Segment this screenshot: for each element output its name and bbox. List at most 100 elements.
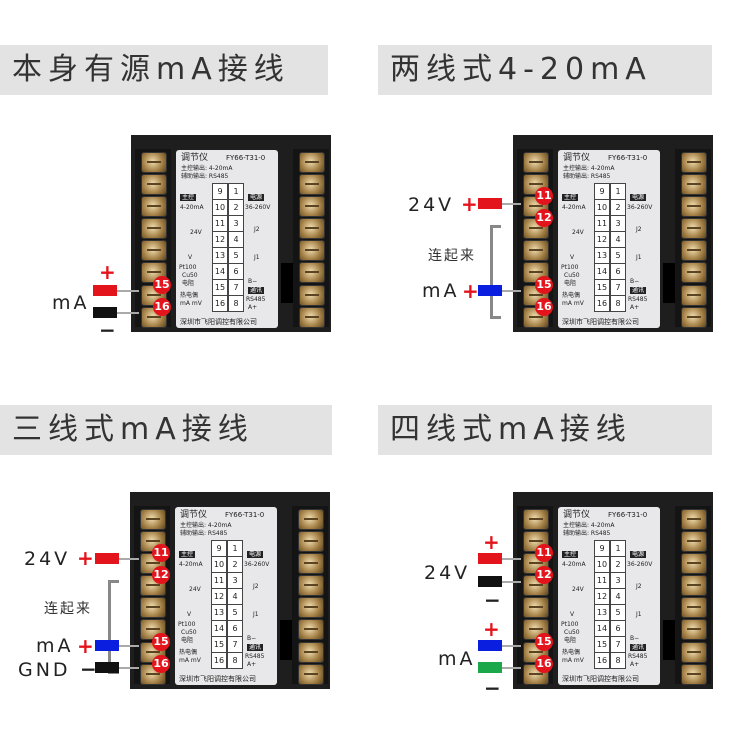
terminal-screw — [299, 218, 325, 239]
terminal-screw — [681, 619, 707, 640]
output-1: 主控输出: 4-20mA — [181, 165, 233, 172]
terminal-marker-15: 15 — [152, 633, 170, 651]
terminal-marker-16: 16 — [535, 298, 553, 316]
terminal-number: 15 — [212, 279, 228, 296]
terminal-number: 8 — [610, 295, 626, 312]
a-plus-text: A+ — [247, 661, 257, 668]
terminal-screw — [140, 509, 166, 530]
title-three-wire: 三线式mA接线 — [0, 405, 332, 455]
terminal-number: 13 — [212, 247, 228, 264]
device-model: FY66-T31-0 — [226, 154, 266, 162]
terminal-screw — [298, 642, 324, 663]
j1-text: J1 — [254, 254, 260, 261]
terminal-screw — [681, 218, 707, 239]
thermocouple-text: 热电偶 — [562, 292, 581, 299]
ma-mv-text: mA mV — [179, 657, 201, 664]
terminal-number: 8 — [228, 295, 244, 312]
plus-sign: + — [483, 617, 500, 641]
terminal-number: 14 — [212, 263, 228, 280]
terminal-screw — [299, 240, 325, 261]
green-wire — [478, 662, 502, 673]
terminal-marker-15: 15 — [535, 633, 553, 651]
terminal-screw — [298, 553, 324, 574]
gnd-label: GND — [18, 659, 71, 681]
device-model: FY66-T31-0 — [608, 154, 648, 162]
24v-text: 24V — [189, 586, 201, 593]
right-terminal-strip — [675, 149, 711, 328]
terminal-screw — [299, 285, 325, 306]
terminal-number: 3 — [228, 215, 244, 232]
wire-lead — [502, 558, 521, 560]
wire-lead — [502, 581, 521, 583]
wire-lead — [502, 290, 521, 292]
blue-wire — [95, 640, 119, 651]
terminal-number: 5 — [228, 247, 244, 264]
terminal-screw — [523, 152, 549, 173]
power-tag: 电源 — [630, 551, 647, 558]
terminal-number: 6 — [610, 263, 626, 280]
manufacturer: 深圳市飞阳调控有限公司 — [562, 675, 639, 683]
ma-label: mA — [422, 280, 460, 302]
terminal-number: 6 — [228, 263, 244, 280]
terminal-screw — [299, 262, 325, 283]
rs485-text: RS485 — [246, 296, 266, 303]
terminal-number: 1 — [610, 183, 626, 200]
cu50-text: Cu50 — [182, 272, 198, 279]
terminal-screw — [681, 642, 707, 663]
link-label: 连起来 — [44, 601, 92, 617]
b-minus-text: B− — [248, 278, 258, 285]
main-signal: 4-20mA — [179, 561, 203, 568]
terminal-screw — [681, 262, 707, 283]
terminal-number: 16 — [211, 652, 227, 669]
ma-label: mA — [52, 292, 90, 314]
terminal-marker-16: 16 — [152, 655, 170, 673]
terminal-screw — [299, 174, 325, 195]
red-wire — [95, 553, 119, 564]
terminal-marker-11: 11 — [152, 544, 170, 562]
manufacturer: 深圳市飞阳调控有限公司 — [562, 318, 639, 326]
cu50-text: Cu50 — [181, 629, 197, 636]
thermocouple-text: 热电偶 — [562, 649, 581, 656]
plus-sign: + — [77, 634, 94, 658]
ma-mv-text: mA mV — [180, 300, 202, 307]
terminal-number: 5 — [610, 604, 626, 621]
j1-text: J1 — [253, 611, 259, 618]
terminal-screw — [298, 531, 324, 552]
power-tag: 电源 — [630, 194, 647, 201]
terminal-number: 8 — [227, 652, 243, 669]
terminal-number: 15 — [211, 636, 227, 653]
terminal-number: 16 — [594, 652, 610, 669]
blue-wire — [478, 640, 502, 651]
output-2: 辅助输出: RS485 — [180, 530, 228, 537]
terminal-screw — [298, 575, 324, 596]
wire-lead — [502, 667, 521, 669]
device-name: 调节仪 — [563, 153, 591, 163]
minus-sign: − — [99, 318, 116, 342]
pt100-text: Pt100 — [561, 621, 579, 628]
terminal-number: 10 — [211, 556, 227, 573]
plus-sign: + — [462, 279, 479, 303]
j2-text: J2 — [253, 583, 259, 590]
minus-sign: − — [484, 588, 501, 612]
rs485-text: RS485 — [628, 653, 648, 660]
terminal-marker-11: 11 — [535, 544, 553, 562]
terminal-screw — [141, 152, 167, 173]
terminal-screw — [681, 174, 707, 195]
terminal-number: 10 — [594, 199, 610, 216]
terminal-number: 11 — [594, 572, 610, 589]
wire-lead — [119, 645, 139, 647]
terminal-marker-15: 15 — [535, 276, 553, 294]
terminal-number: 1 — [228, 183, 244, 200]
ma-label: mA — [438, 648, 476, 670]
minus-sign: − — [484, 676, 501, 700]
terminal-number: 9 — [594, 183, 610, 200]
terminal-screw — [298, 664, 324, 685]
terminal-screw — [523, 597, 549, 618]
terminal-screw — [141, 240, 167, 261]
plus-sign: + — [483, 530, 500, 554]
manufacturer: 深圳市飞阳调控有限公司 — [179, 675, 256, 683]
left-terminal-strip — [134, 506, 170, 685]
terminal-marker-16: 16 — [535, 655, 553, 673]
